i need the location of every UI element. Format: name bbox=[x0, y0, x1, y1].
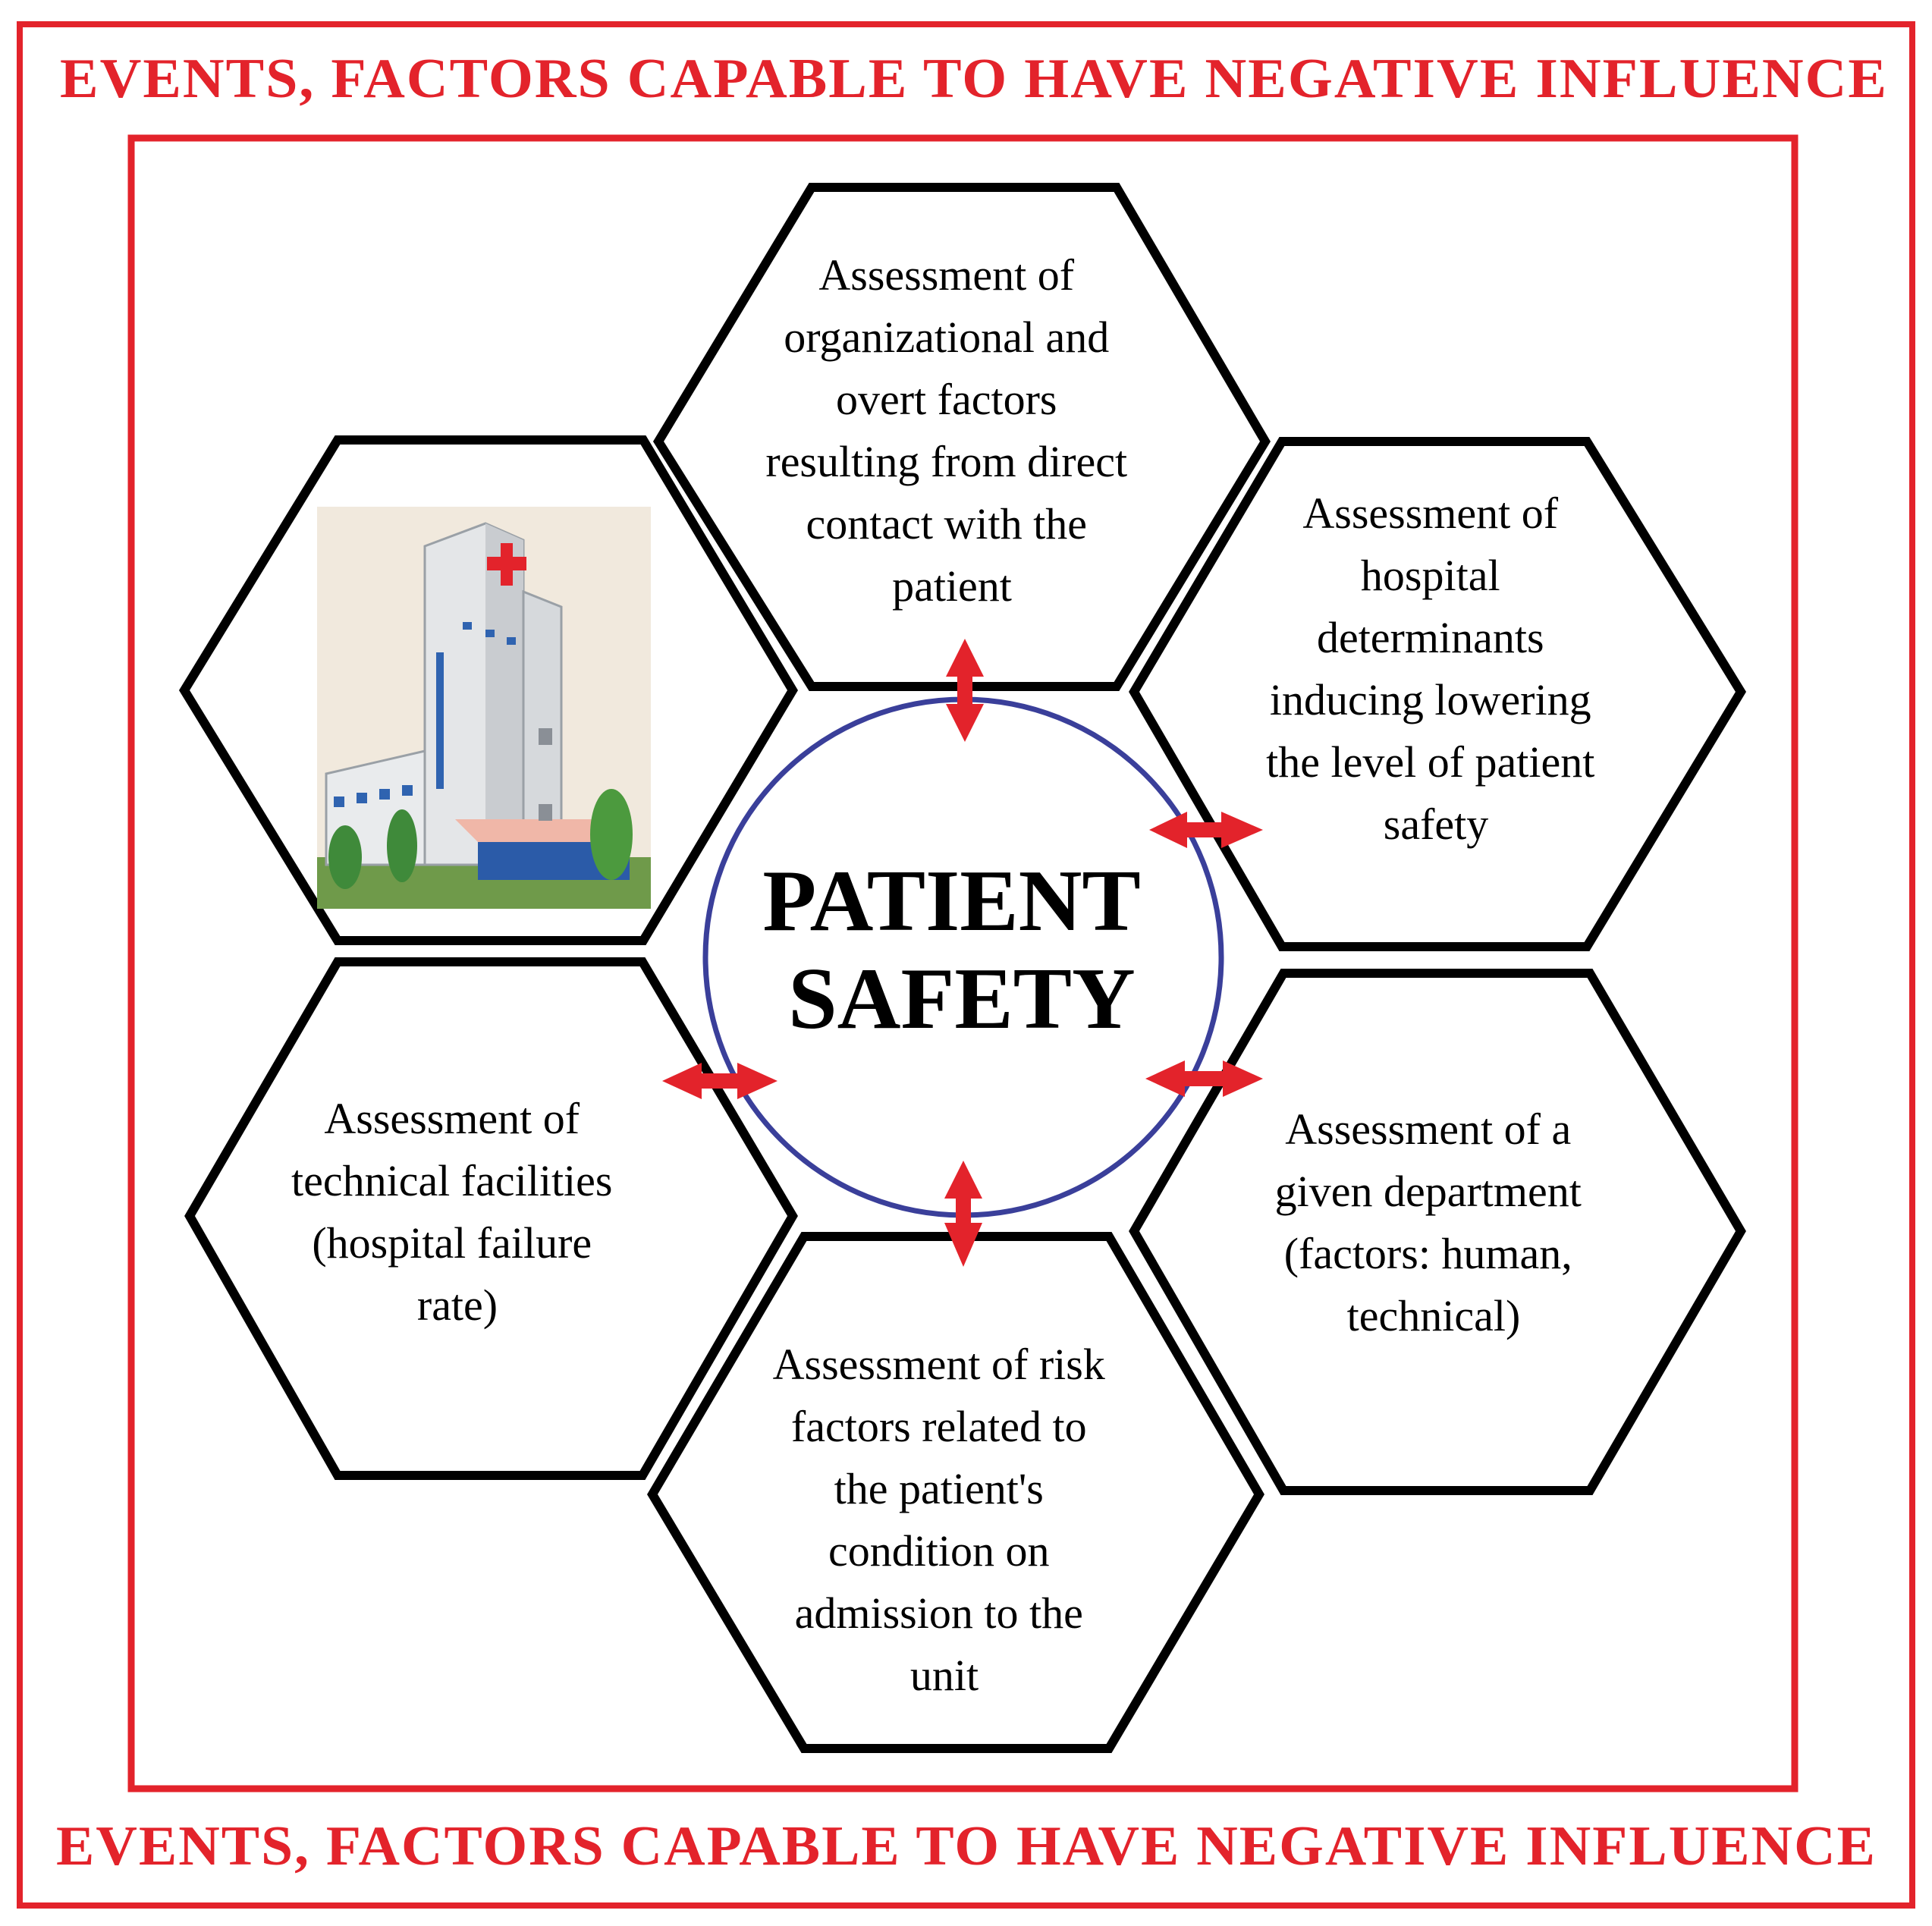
hexagon-lower-left: Assessment of technical facilities (hosp… bbox=[184, 957, 798, 1480]
hexagon-top: Assessment of organizational and overt f… bbox=[652, 183, 1271, 691]
arrow-up bbox=[946, 639, 984, 742]
bottom-banner: EVENTS, FACTORS CAPABLE TO HAVE NEGATIVE… bbox=[56, 1815, 1877, 1877]
hexagon-upper-left bbox=[178, 435, 798, 945]
hex-upper-right-text: Assessment of hospital determinants indu… bbox=[1266, 489, 1606, 849]
red-cross-icon bbox=[487, 543, 526, 586]
arrow-lower-right bbox=[1145, 1060, 1263, 1097]
hospital-image bbox=[317, 507, 651, 909]
arrow-left bbox=[662, 1063, 778, 1099]
arrow-upper-right bbox=[1149, 812, 1263, 848]
arrow-down bbox=[944, 1161, 982, 1267]
hex-top-text: Assessment of organizational and overt f… bbox=[765, 250, 1138, 611]
top-banner: EVENTS, FACTORS CAPABLE TO HAVE NEGATIVE… bbox=[60, 48, 1888, 110]
hex-bottom-text: Assessment of risk factors related to th… bbox=[773, 1340, 1117, 1700]
inner-frame bbox=[127, 134, 1798, 1792]
hexagon-upper-right: Assessment of hospital determinants indu… bbox=[1129, 437, 1747, 951]
hexagon-bottom: Assessment of risk factors related to th… bbox=[647, 1232, 1264, 1753]
hex-lower-left-text: Assessment of technical facilities (hosp… bbox=[291, 1094, 624, 1330]
hexagon-lower-right: Assessment of a given department (factor… bbox=[1129, 969, 1746, 1495]
outer-frame bbox=[17, 21, 1915, 1909]
hex-lower-right-text: Assessment of a given department (factor… bbox=[1275, 1104, 1593, 1340]
center-title: PATIENT SAFETY bbox=[762, 853, 1161, 1048]
